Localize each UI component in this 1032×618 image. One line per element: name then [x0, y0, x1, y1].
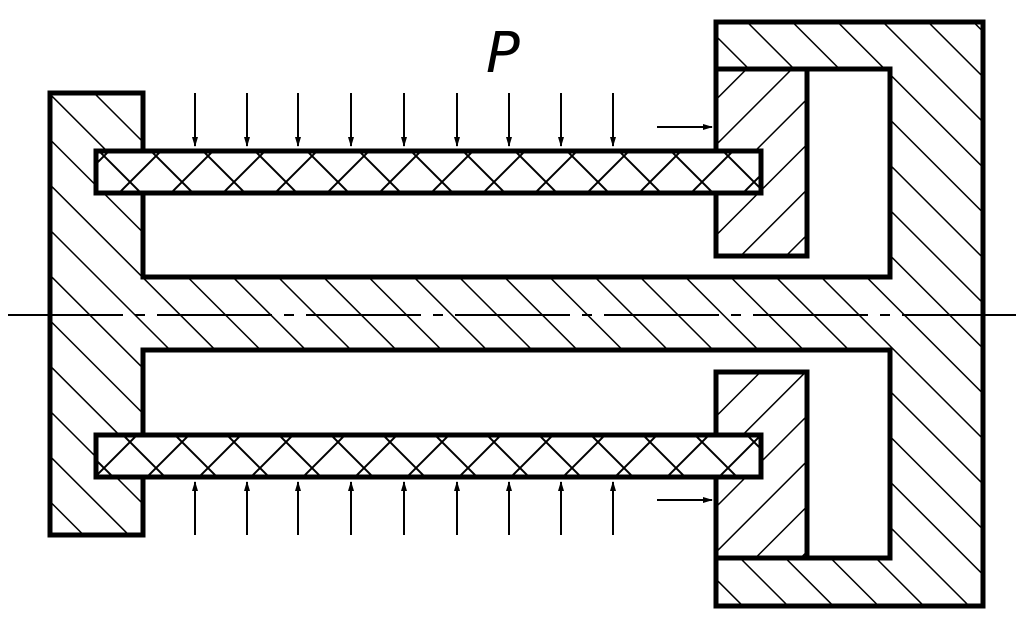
upper-pressure-arrows	[192, 93, 616, 147]
lower-sleeve	[93, 432, 764, 480]
upper-sleeve	[93, 148, 764, 196]
pressure-label: P	[486, 21, 520, 86]
lower-pressure-arrows	[192, 481, 616, 535]
